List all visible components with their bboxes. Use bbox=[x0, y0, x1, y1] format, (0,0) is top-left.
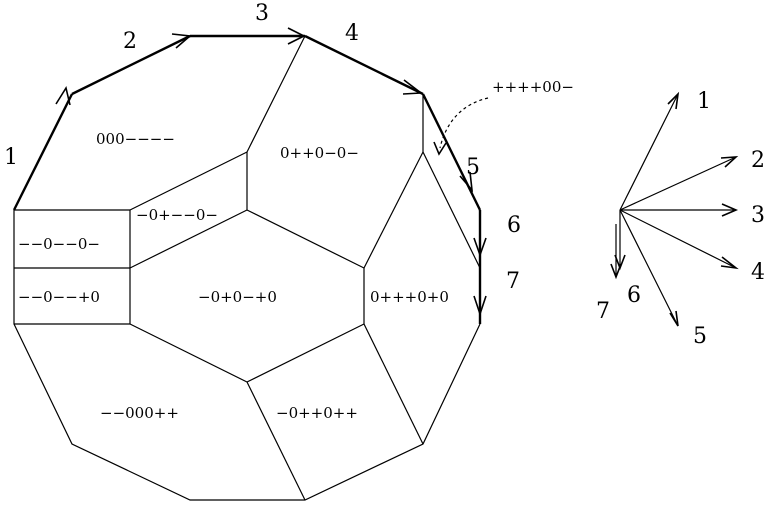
fan-number: 7 bbox=[596, 299, 610, 324]
vector-5 bbox=[619, 209, 679, 327]
region-label: 000−−−− bbox=[96, 130, 175, 148]
region-label: −−0−−+0 bbox=[18, 288, 100, 306]
edge-number: 5 bbox=[466, 155, 480, 180]
edge-number: 3 bbox=[255, 1, 269, 26]
edge-number: 7 bbox=[506, 269, 520, 294]
fan-number: 2 bbox=[751, 148, 764, 173]
edge-5-arrowhead bbox=[459, 171, 474, 193]
vector-5-arrowhead bbox=[669, 310, 679, 327]
edge-number: 2 bbox=[123, 29, 137, 54]
vector-2 bbox=[619, 156, 737, 211]
region-label: −−0−−0− bbox=[18, 235, 100, 253]
vector-1 bbox=[619, 93, 679, 211]
oriented-edges bbox=[12, 27, 487, 324]
vector-1-arrowhead bbox=[667, 91, 680, 110]
vector-2-arrowhead bbox=[720, 156, 739, 168]
edge-5 bbox=[421, 93, 482, 211]
callout-label: ++++00− bbox=[492, 78, 574, 96]
region-label: 0+++0+0 bbox=[370, 288, 449, 306]
callout-arrow bbox=[433, 97, 489, 156]
outer-boundary bbox=[13, 210, 481, 501]
fan-number: 5 bbox=[693, 324, 707, 349]
fan-number: 4 bbox=[751, 260, 764, 285]
edge-1 bbox=[12, 93, 74, 211]
tiling-lines bbox=[14, 35, 481, 501]
fan-number: 1 bbox=[697, 89, 711, 114]
edge-4-arrowhead bbox=[402, 79, 424, 95]
region-label: −0+0−+0 bbox=[198, 288, 277, 306]
edge-2-arrowhead bbox=[171, 33, 192, 49]
edge-number: 4 bbox=[345, 21, 359, 46]
fan-number: 3 bbox=[751, 203, 764, 228]
vector-3-arrowhead bbox=[721, 203, 739, 217]
region-label: −−000++ bbox=[100, 404, 179, 422]
region-label: −0++0++ bbox=[276, 404, 358, 422]
vector-fan bbox=[610, 91, 739, 327]
edge-7-arrowhead bbox=[473, 295, 487, 317]
edge-number: 1 bbox=[4, 145, 18, 170]
edge-4 bbox=[304, 34, 424, 96]
vector-4-arrowhead bbox=[720, 256, 739, 270]
edge-number: 6 bbox=[507, 213, 521, 238]
vector-7-arrowhead bbox=[610, 263, 622, 280]
region-label: −0+−−0− bbox=[136, 206, 218, 224]
edge-1-arrowhead bbox=[55, 85, 71, 106]
vector-4 bbox=[619, 209, 737, 269]
edge-2 bbox=[71, 34, 191, 96]
fan-number: 6 bbox=[627, 283, 641, 308]
region-label: 0++0−0− bbox=[280, 144, 359, 162]
edge-6-arrowhead bbox=[473, 237, 487, 258]
edge-3-arrowhead bbox=[287, 27, 306, 45]
